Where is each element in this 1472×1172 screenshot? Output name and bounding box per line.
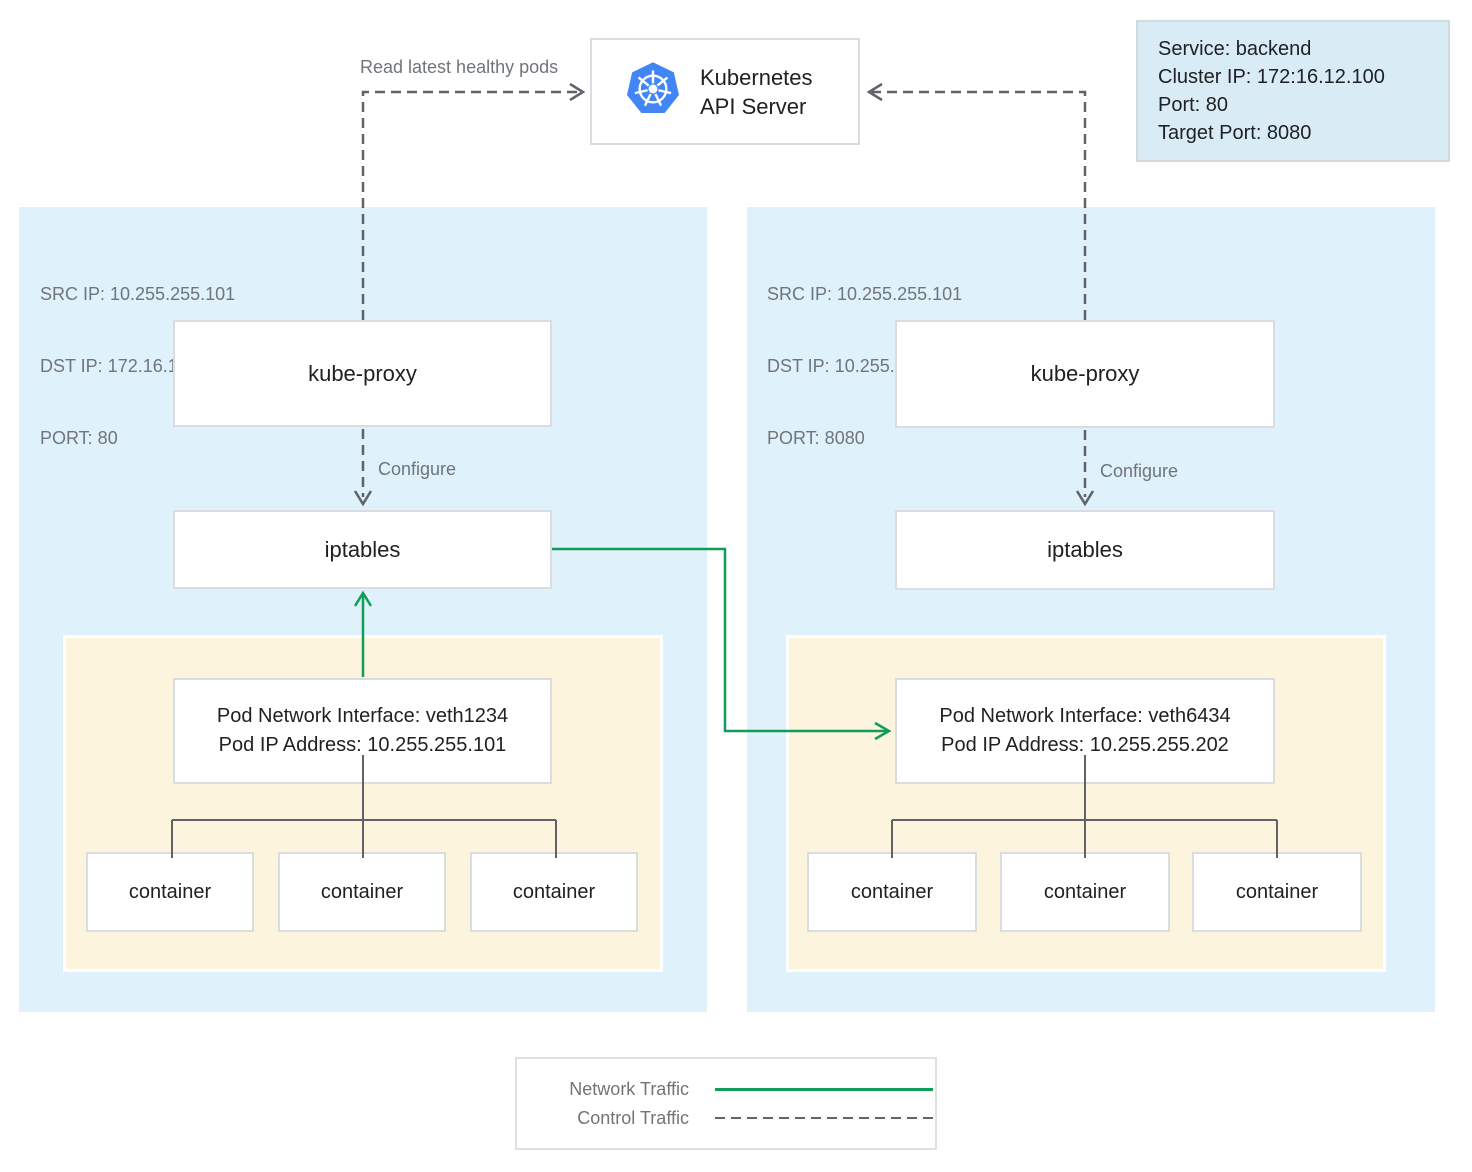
annotation-src-ip: SRC IP: 10.255.255.101: [767, 284, 963, 304]
service-info-line: Service: backend: [1158, 38, 1312, 60]
network-traffic-line: [715, 1087, 933, 1091]
kube-proxy-label: kube-proxy: [308, 360, 417, 386]
container-label: container: [850, 880, 934, 903]
api-server-label: Kubernetes API Server: [700, 63, 813, 121]
iptables-label: iptables: [324, 536, 401, 562]
pod-interface-line1: Pod Network Interface: veth6434: [939, 705, 1231, 727]
iptables-box-left: iptables: [173, 510, 552, 589]
service-info-line: Cluster IP: 172:16.12.100: [1158, 66, 1385, 88]
container-box: container: [1192, 852, 1362, 932]
configure-label-right: Configure: [1100, 461, 1179, 481]
kubernetes-icon: [622, 59, 684, 124]
arrowhead-left-icon: [866, 82, 883, 102]
configure-label-left: Configure: [378, 459, 457, 479]
container-box: container: [278, 852, 446, 932]
api-server-box: Kubernetes API Server: [590, 38, 860, 145]
annotation-port: PORT: 80: [40, 428, 118, 448]
pod-network-interface-box-right: Pod Network Interface: veth6434 Pod IP A…: [895, 678, 1275, 784]
legend-network-label: Network Traffic: [569, 1078, 689, 1099]
service-info-line: Target Port: 8080: [1158, 122, 1312, 144]
legend-box: Network Traffic Control Traffic: [515, 1057, 937, 1150]
service-info-box: Service: backend Cluster IP: 172:16.12.1…: [1136, 20, 1450, 162]
control-traffic-line: [715, 1116, 933, 1120]
container-label: container: [1043, 880, 1127, 903]
service-info-line: Port: 80: [1158, 94, 1229, 116]
kube-proxy-label: kube-proxy: [1030, 361, 1140, 386]
api-server-label-line1: Kubernetes: [700, 64, 813, 90]
node-annotations-left: SRC IP: 10.255.255.101 DST IP: 172.16.12…: [40, 234, 235, 498]
pod-interface-line2: Pod IP Address: 10.255.255.101: [218, 734, 507, 756]
container-label: container: [320, 880, 404, 903]
kube-proxy-box-left: kube-proxy: [173, 320, 552, 427]
legend-control-row: Control Traffic: [517, 1108, 935, 1129]
legend-control-label: Control Traffic: [577, 1107, 689, 1128]
container-box: container: [807, 852, 977, 932]
container-label: container: [128, 880, 212, 903]
annotation-port: PORT: 8080: [767, 428, 865, 448]
arrowhead-right-icon: [569, 82, 586, 102]
pod-interface-line1: Pod Network Interface: veth1234: [216, 705, 509, 727]
iptables-box-right: iptables: [895, 510, 1275, 590]
kube-proxy-box-right: kube-proxy: [895, 320, 1275, 428]
container-box: container: [1000, 852, 1170, 932]
legend-network-row: Network Traffic: [517, 1079, 935, 1100]
pod-network-interface-box-left: Pod Network Interface: veth1234 Pod IP A…: [173, 678, 552, 784]
pod-interface-line2: Pod IP Address: 10.255.255.202: [941, 734, 1229, 756]
container-box: container: [86, 852, 254, 932]
iptables-label: iptables: [1047, 537, 1123, 562]
container-box: container: [470, 852, 638, 932]
container-label: container: [512, 880, 596, 903]
container-label: container: [1235, 880, 1319, 903]
read-latest-healthy-pods-label: Read latest healthy pods: [360, 57, 559, 77]
annotation-src-ip: SRC IP: 10.255.255.101: [40, 284, 236, 304]
api-server-label-line2: API Server: [700, 93, 807, 119]
